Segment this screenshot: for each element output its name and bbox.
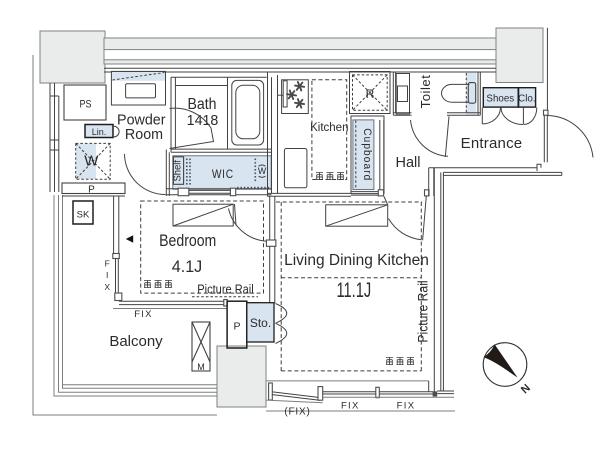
svg-text:F: F bbox=[105, 259, 110, 269]
svg-text:Living Dining Kitchen: Living Dining Kitchen bbox=[284, 252, 429, 269]
svg-text:FIX: FIX bbox=[397, 401, 416, 412]
svg-text:Kitchen: Kitchen bbox=[310, 122, 348, 134]
svg-text:P: P bbox=[233, 320, 240, 332]
svg-text:Powder: Powder bbox=[117, 113, 166, 129]
svg-text:Cupboard: Cupboard bbox=[361, 128, 373, 181]
svg-text:Picture Rail: Picture Rail bbox=[197, 281, 253, 296]
svg-text:I: I bbox=[106, 270, 108, 280]
svg-text:Room: Room bbox=[125, 127, 163, 143]
svg-text:WIC: WIC bbox=[212, 168, 234, 181]
svg-text:R: R bbox=[366, 87, 375, 101]
svg-text:4.1J: 4.1J bbox=[172, 258, 202, 276]
svg-text:W: W bbox=[258, 166, 267, 176]
svg-text:Clo.: Clo. bbox=[518, 94, 535, 105]
svg-text:Bedroom: Bedroom bbox=[159, 232, 216, 250]
svg-text:Hall: Hall bbox=[396, 155, 421, 171]
svg-text:11.1J: 11.1J bbox=[336, 277, 371, 302]
svg-text:FIX: FIX bbox=[341, 401, 360, 412]
svg-text:Toilet: Toilet bbox=[418, 75, 433, 109]
svg-text:P: P bbox=[88, 185, 95, 196]
svg-text:FIX: FIX bbox=[134, 309, 152, 320]
svg-text:W: W bbox=[84, 152, 99, 169]
svg-text:Shoes: Shoes bbox=[486, 94, 514, 105]
svg-text:X: X bbox=[104, 282, 110, 292]
svg-text:Sto.: Sto. bbox=[250, 316, 271, 330]
svg-text:Bath: Bath bbox=[188, 95, 217, 113]
svg-text:Lin.: Lin. bbox=[92, 127, 107, 137]
svg-text:1418: 1418 bbox=[187, 113, 219, 129]
svg-text:SK: SK bbox=[77, 210, 90, 221]
svg-text:(FIX): (FIX) bbox=[284, 407, 310, 418]
svg-text:Picture Rail: Picture Rail bbox=[414, 280, 430, 342]
svg-text:PS: PS bbox=[79, 99, 91, 111]
svg-text:M: M bbox=[197, 362, 205, 372]
svg-text:Balcony: Balcony bbox=[109, 333, 163, 350]
svg-text:Shelf: Shelf bbox=[172, 160, 184, 182]
svg-text:Entrance: Entrance bbox=[461, 135, 523, 152]
